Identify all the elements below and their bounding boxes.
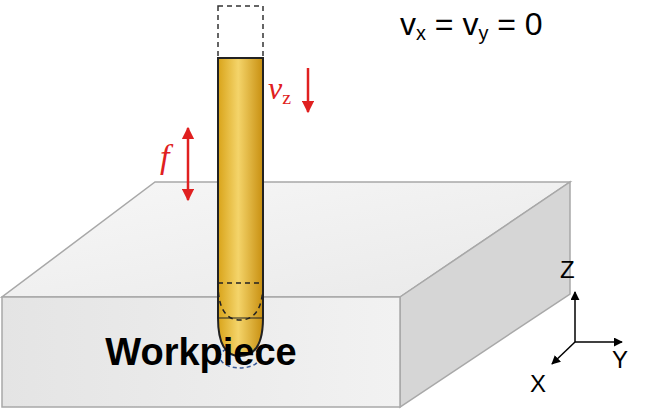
axes: [552, 292, 622, 364]
frequency-label: f: [160, 140, 169, 174]
tool: [218, 58, 263, 356]
node-text: Workpiece: [105, 331, 296, 374]
workpiece-face: Workpiece: [2, 297, 400, 407]
feed-velocity-label: vz: [268, 72, 291, 108]
velocity-condition: vx = vy = 0: [400, 8, 543, 44]
axis-label: X: [530, 372, 546, 396]
oscillation-arrow: [187, 128, 190, 200]
feed-arrow: [307, 68, 310, 112]
axis-label: Z: [560, 258, 575, 282]
workpiece-block: [2, 182, 570, 407]
axis-label: Y: [612, 348, 628, 372]
previous-tool-outline: [218, 6, 263, 58]
